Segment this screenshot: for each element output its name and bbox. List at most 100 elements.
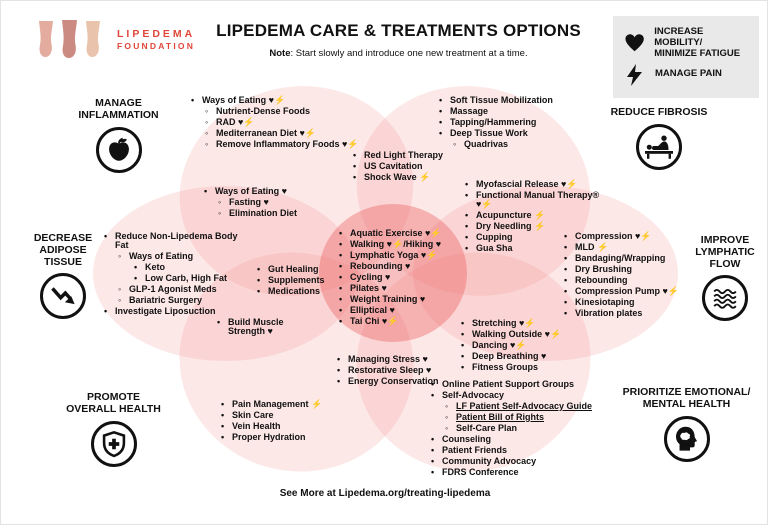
bullet: •: [465, 221, 469, 232]
list-item-text: Nutrient-Dense Foods: [216, 105, 311, 116]
list-item-text: Compression Pump ♥⚡: [575, 285, 680, 296]
legend-label-mobility: INCREASE MOBILITY/ MINIMIZE FATIGUE: [654, 26, 741, 59]
bullet: •: [465, 210, 469, 221]
list-item: •Pain Management ⚡: [221, 399, 353, 409]
list-item-text: Deep Breathing ♥: [472, 350, 547, 361]
category-promote-overall-health: PROMOTE OVERALL HEALTH: [51, 391, 176, 467]
bullet: •: [564, 263, 568, 274]
list-item: •Acupuncture ⚡: [465, 210, 603, 221]
bullet: •: [339, 249, 343, 260]
list-compression: •Compression ♥⚡•MLD ⚡•Bandaging/Wrapping…: [564, 231, 696, 320]
list-item: • Ways of Eating ♥: [204, 186, 349, 196]
list-manual-therapies: •Myofascial Release ♥⚡•Functional Manual…: [465, 179, 603, 255]
bullet: •: [564, 296, 568, 307]
list-item: •Massage: [439, 105, 619, 116]
list-item-text: Online Patient Support Groups: [442, 379, 575, 389]
bullet: •: [431, 444, 435, 455]
list-item-text: GLP-1 Agonist Meds: [129, 284, 217, 295]
list-item-text: Deep Tissue Work: [450, 127, 528, 138]
list-item-text: Kinesiotaping: [575, 296, 635, 307]
list-item: ◦Self-Care Plan: [445, 423, 623, 433]
bullet: •: [461, 361, 465, 372]
list-item: ◦Mediterranean Diet ♥⚡: [205, 127, 376, 138]
category-prioritize-emotional-mental-health: PRIORITIZE EMOTIONAL/ MENTAL HEALTH: [609, 386, 764, 462]
list-item-text: Bariatric Surgery: [129, 295, 203, 306]
category-label: IMPROVE LYMPHATIC FLOW: [695, 234, 755, 270]
list-item: •Elliptical ♥: [339, 305, 471, 315]
list-stress: •Managing Stress ♥•Restorative Sleep ♥•E…: [337, 354, 449, 388]
list-item: •Proper Hydration: [221, 431, 353, 442]
list-item: •Managing Stress ♥: [337, 354, 449, 364]
category-improve-lymphatic-flow: IMPROVE LYMPHATIC FLOW: [683, 234, 767, 322]
bullet: •: [339, 260, 343, 271]
list-item-text: Quadrivas: [464, 138, 509, 149]
list-item-text: Pain Management ⚡: [232, 399, 323, 409]
bullet: ◦: [118, 284, 122, 295]
list-item: • Dry Needling ⚡: [465, 221, 603, 232]
list-item: •Skin Care: [221, 409, 353, 420]
list-item-text: Dry Needling ⚡: [476, 221, 546, 232]
bullet: •: [191, 95, 195, 105]
bullet: •: [337, 354, 341, 364]
list-item: •Deep Breathing ♥: [461, 350, 599, 361]
footer-link-text: See More at Lipedema.org/treating-lipede…: [279, 488, 491, 499]
legs-icon: [39, 20, 100, 58]
list-item-text: Self-Advocacy: [442, 389, 505, 400]
list-item: ◦ GLP-1 Agonist Meds: [118, 284, 246, 295]
list-build-muscle: •Build Muscle Strength ♥: [217, 317, 309, 338]
bullet: •: [564, 241, 568, 252]
bullet: •: [104, 306, 108, 317]
list-item-text: Skin Care: [232, 409, 274, 420]
bullet: •: [439, 95, 443, 105]
list-item: •Medications: [257, 286, 355, 296]
bullet: •: [339, 238, 343, 249]
list-item: •Energy Conservation: [337, 376, 449, 386]
list-item: ◦Remove Inflammatory Foods ♥⚡: [205, 139, 376, 149]
bullet: •: [461, 318, 465, 328]
bullet: •: [439, 105, 443, 116]
list-item: •Pilates ♥: [339, 283, 471, 293]
list-item-text: Shock Wave ⚡: [364, 171, 431, 182]
list-ways-of-eating-fasting: •Ways of Eating ♥◦Fasting ♥◦Elimination …: [204, 186, 349, 220]
list-item-text: Cycling ♥: [350, 271, 391, 282]
category-label: PRIORITIZE EMOTIONAL/ MENTAL HEALTH: [622, 386, 751, 410]
list-item-text: Fasting ♥: [229, 196, 269, 207]
list-item: • Lymphatic Yoga ♥⚡: [339, 249, 471, 260]
list-item: ◦RAD ♥⚡: [205, 117, 376, 127]
bullet: •: [439, 127, 443, 138]
list-item: •Soft Tissue Mobilization: [439, 95, 619, 105]
lipedema-foundation-logo: LIPEDEMA FOUNDATION: [37, 19, 195, 61]
bullet: •: [134, 273, 138, 284]
list-item-text: Counseling: [442, 433, 491, 444]
list-item-text: Proper Hydration: [232, 431, 306, 442]
list-item: •Red Light Therapy: [353, 150, 448, 160]
list-item-text: Tapping/Hammering: [450, 116, 537, 127]
list-item: •Keto: [134, 262, 246, 273]
list-item-text: Restorative Sleep ♥: [348, 364, 432, 375]
bullet: •: [431, 379, 435, 389]
shield-cross-icon: [90, 420, 137, 467]
list-item: •Rebounding: [564, 274, 696, 285]
bullet: •: [134, 262, 138, 273]
list-item: •Tapping/Hammering: [439, 116, 619, 127]
category-reduce-fibrosis: REDUCE FIBROSIS: [599, 106, 719, 170]
list-item-text: Mediterranean Diet ♥⚡: [216, 127, 317, 138]
bullet: •: [431, 433, 435, 444]
list-item: • Online Patient Support Groups: [431, 379, 623, 389]
flower-center: [319, 204, 467, 342]
list-item: •Weight Training ♥: [339, 293, 471, 304]
list-item-text: Rebounding: [575, 274, 628, 285]
petal-right: [413, 186, 678, 361]
list-item: •Shock Wave ⚡: [353, 171, 448, 182]
bullet: •: [465, 179, 469, 189]
list-reduce-fat: •Reduce Non-Lipedema Body Fat◦Ways of Ea…: [104, 231, 246, 318]
bullet: •: [339, 293, 343, 304]
bullet: •: [257, 274, 261, 285]
bullet: •: [564, 252, 568, 263]
list-item: ◦Fasting ♥: [218, 196, 349, 207]
list-item-text: Lymphatic Yoga ♥⚡: [350, 249, 438, 260]
head-brain-icon: [663, 415, 710, 462]
bullet: •: [204, 186, 208, 196]
list-item-text: Ways of Eating ♥: [215, 186, 288, 196]
list-item: ◦Patient Bill of Rights: [445, 412, 623, 422]
